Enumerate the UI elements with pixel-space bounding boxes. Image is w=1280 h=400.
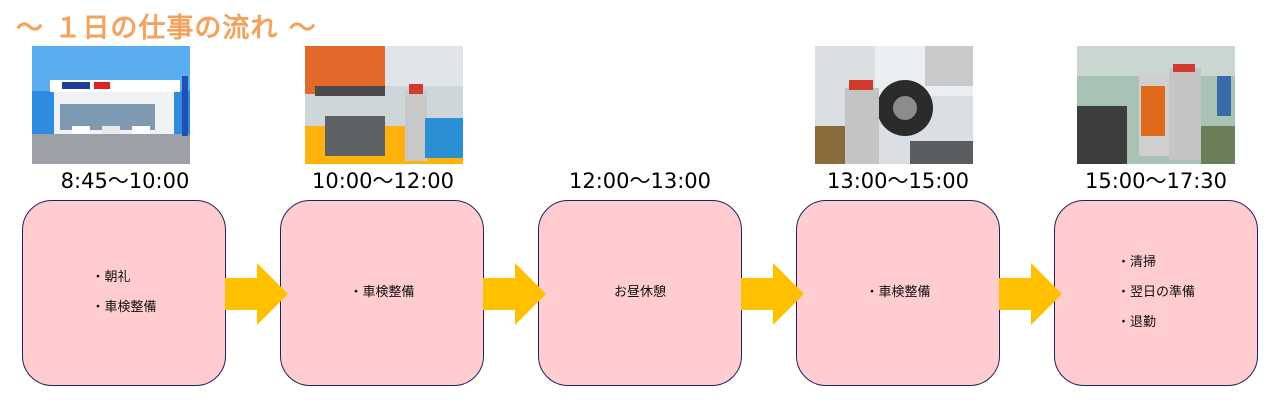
task-item: お昼休憩 [613, 285, 666, 300]
time-label: 15:00～17:30 [1084, 169, 1228, 193]
flow-arrow [225, 263, 289, 325]
task-item: 朝礼 [91, 263, 156, 293]
engine-work-photo [1077, 46, 1235, 164]
task-item: 退勤 [1117, 308, 1195, 338]
task-item: 車検整備 [865, 278, 931, 308]
time-label: 12:00～13:00 [568, 169, 712, 193]
time-label: 13:00～15:00 [826, 169, 970, 193]
step-box: お昼休憩 [538, 200, 742, 386]
tire-service-photo [815, 46, 973, 164]
step-box: 車検整備 [796, 200, 1000, 386]
step-box: 清掃 翌日の準備 退勤 [1054, 200, 1258, 386]
step-box: 朝礼 車検整備 [22, 200, 226, 386]
mechanic-inspection-photo [305, 46, 463, 164]
task-item: 翌日の準備 [1117, 278, 1195, 308]
flow-arrow [483, 263, 547, 325]
flow-arrow [999, 263, 1063, 325]
time-label: 8:45～10:00 [60, 169, 190, 193]
dealership-photo [32, 46, 190, 164]
time-label: 10:00～12:00 [311, 169, 455, 193]
page-title: ～ １日の仕事の流れ ～ [16, 13, 317, 44]
flow-arrow [741, 263, 805, 325]
task-item: 車検整備 [91, 293, 157, 323]
task-item: 車検整備 [349, 278, 415, 308]
step-box: 車検整備 [280, 200, 484, 386]
task-item: 清掃 [1117, 248, 1195, 278]
